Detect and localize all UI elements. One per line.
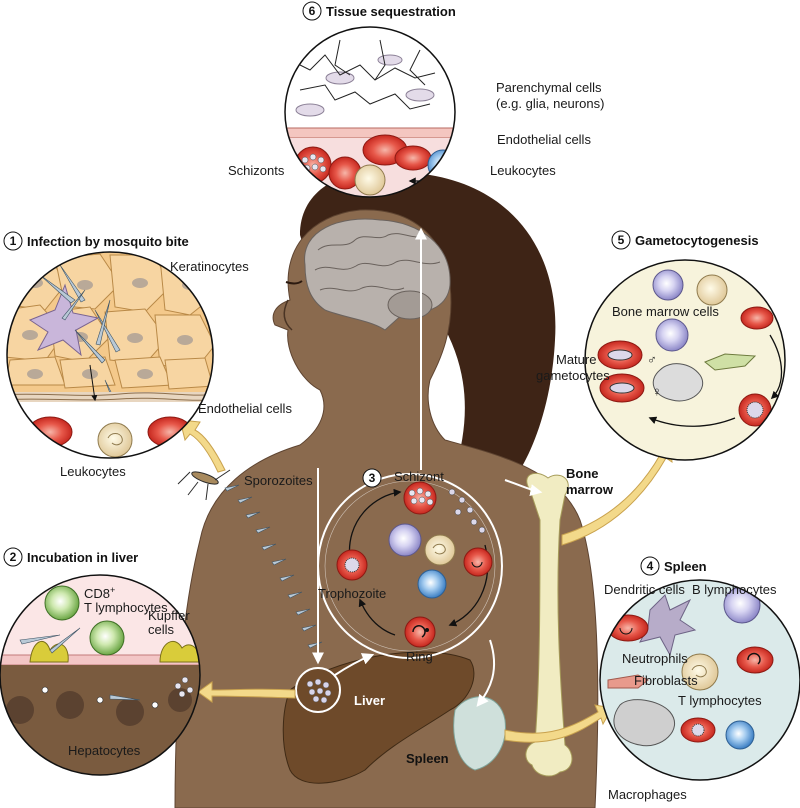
- panel-4-number: 4: [647, 559, 654, 573]
- label-mature-2: gametocytes: [536, 368, 610, 383]
- male-symbol: ♂: [647, 352, 657, 367]
- panel-3-number: 3: [369, 471, 376, 485]
- label-b-lymphocytes: B lymphocytes: [692, 582, 777, 597]
- label-kupffer-1: Kupffer: [148, 608, 190, 623]
- label-parenchymal-1: Parenchymal cells: [496, 80, 602, 95]
- label-fibroblasts: Fibroblasts: [634, 673, 698, 688]
- label-hepatocytes: Hepatocytes: [68, 743, 141, 758]
- label-spleen-organ: Spleen: [406, 751, 449, 766]
- panel-2-title: Incubation in liver: [27, 550, 138, 565]
- panel-5-gametocytogenesis: [584, 259, 786, 461]
- panel-5-number: 5: [618, 233, 625, 247]
- label-ring: Ring: [406, 649, 433, 664]
- cycle-panel-3: [317, 473, 503, 659]
- label-leukocytes-p6: Leukocytes: [490, 163, 556, 178]
- label-mature-1: Mature: [556, 352, 596, 367]
- panel-5-heading: 5 Gametocytogenesis: [611, 230, 759, 250]
- female-symbol: ♀: [652, 384, 662, 399]
- label-sporozoites: Sporozoites: [244, 473, 313, 488]
- label-schizont: Schizont: [394, 469, 444, 484]
- label-macrophages: Macrophages: [608, 787, 687, 802]
- sporozoite-trail: [224, 484, 323, 649]
- panel-1-number: 1: [10, 234, 17, 248]
- panel-2-heading: 2 Incubation in liver: [3, 547, 138, 567]
- label-bone-1: Bone: [566, 466, 599, 481]
- label-t-lymphocytes-p2: T lymphocytes: [84, 600, 168, 615]
- panel-4-title: Spleen: [664, 559, 707, 574]
- label-liver: Liver: [354, 693, 385, 708]
- label-cd8: CD8+: [84, 585, 115, 601]
- panel-4-spleen: [599, 579, 800, 781]
- brain: [304, 218, 451, 331]
- panel-4-heading: 4 Spleen: [640, 556, 707, 576]
- label-parenchymal-2: (e.g. glia, neurons): [496, 96, 604, 111]
- label-bone-2: marrow: [566, 482, 614, 497]
- panel-6-number: 6: [309, 4, 316, 18]
- label-t-lymphocytes-p4: T lymphocytes: [678, 693, 762, 708]
- panel-6-title: Tissue sequestration: [326, 4, 456, 19]
- label-leukocytes-p1: Leukocytes: [60, 464, 126, 479]
- panel-1-title: Infection by mosquito bite: [27, 234, 189, 249]
- panel-2-liver: [0, 574, 201, 776]
- panel-6-heading: 6 Tissue sequestration: [302, 1, 456, 21]
- panel-5-title: Gametocytogenesis: [635, 233, 759, 248]
- human-figure: [174, 170, 599, 808]
- label-dendritic-cells: Dendritic cells: [604, 582, 685, 597]
- panel-2-number: 2: [10, 550, 17, 564]
- panel-1-heading: 1 Infection by mosquito bite: [3, 231, 189, 251]
- label-trophozoite: Trophozoite: [318, 586, 386, 601]
- label-endothelial-cells-p1: Endothelial cells: [198, 401, 292, 416]
- label-endothelial-cells-p6: Endothelial cells: [497, 132, 591, 147]
- panel-3-heading: 3: [362, 468, 382, 488]
- bone: [525, 472, 573, 777]
- label-kupffer-2: cells: [148, 622, 175, 637]
- label-keratinocytes: Keratinocytes: [170, 259, 249, 274]
- mosquito: [177, 469, 231, 501]
- label-neutrophils: Neutrophils: [622, 651, 688, 666]
- label-schizonts: Schizonts: [228, 163, 285, 178]
- label-bone-marrow-cells: Bone marrow cells: [612, 304, 719, 319]
- panel-6-sequestration: [284, 26, 456, 198]
